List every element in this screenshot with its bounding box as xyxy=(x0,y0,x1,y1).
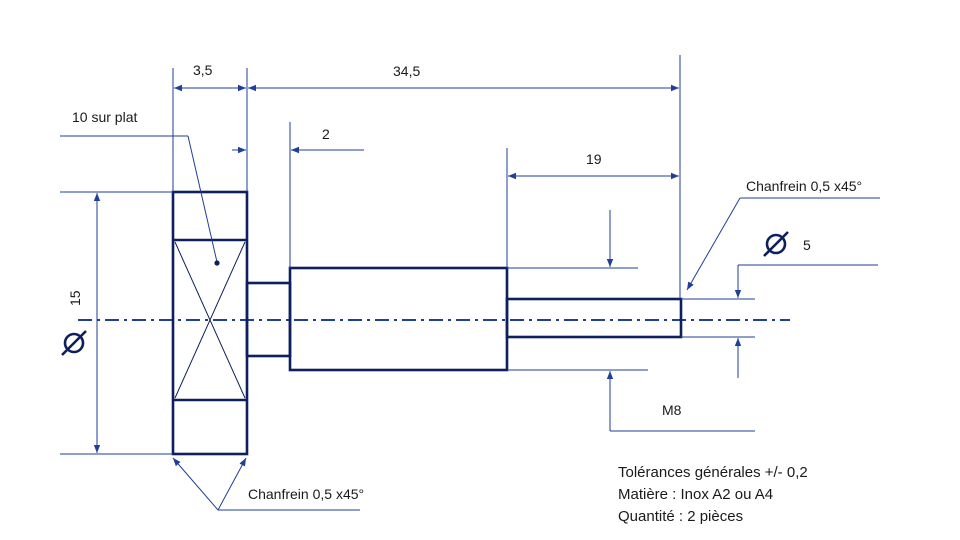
chamfer-right-label: Chanfrein 0,5 x45° xyxy=(746,178,862,194)
dim-neck-length-label: 2 xyxy=(322,126,330,142)
dim-overall-length-label: 34,5 xyxy=(393,63,420,79)
pin xyxy=(505,297,683,339)
dim-head-width-label: 3,5 xyxy=(193,62,213,78)
chamfer-bottom-leader: Chanfrein 0,5 x45° xyxy=(172,457,364,511)
note-material: Matière : Inox A2 ou A4 xyxy=(618,486,774,503)
dim-thread-length-label: 19 xyxy=(586,151,602,167)
diameter-symbol-icon xyxy=(61,330,87,356)
dim-overall-length: 34,5 xyxy=(248,55,681,299)
flat-cross-2 xyxy=(174,241,246,399)
dim-thread-length: 19 xyxy=(506,148,679,268)
dim-thread: M8 xyxy=(507,210,755,432)
dim-pin-diameter: 5 xyxy=(681,231,878,378)
chamfer-right-leader: Chanfrein 0,5 x45° xyxy=(686,178,880,291)
part-outline xyxy=(171,190,683,456)
flat-label: 10 sur plat xyxy=(72,109,137,125)
dim-head-diameter-label: 15 xyxy=(67,290,83,306)
chamfer-bottom-label: Chanfrein 0,5 x45° xyxy=(248,486,364,502)
flat-leader: 10 sur plat xyxy=(60,109,220,266)
note-quantity: Quantité : 2 pièces xyxy=(618,508,744,525)
dim-thread-label: M8 xyxy=(662,402,682,418)
dim-pin-diameter-label: 5 xyxy=(803,237,811,253)
general-notes: Tolérances générales +/- 0,2 Matière : I… xyxy=(618,462,808,528)
note-tolerances: Tolérances générales +/- 0,2 xyxy=(618,464,808,481)
dim-head-diameter: 15 xyxy=(60,191,173,455)
dim-head-width: 3,5 xyxy=(172,62,248,192)
dim-neck-length: 2 xyxy=(232,122,364,268)
pin-diameter-symbol-icon xyxy=(763,231,789,257)
